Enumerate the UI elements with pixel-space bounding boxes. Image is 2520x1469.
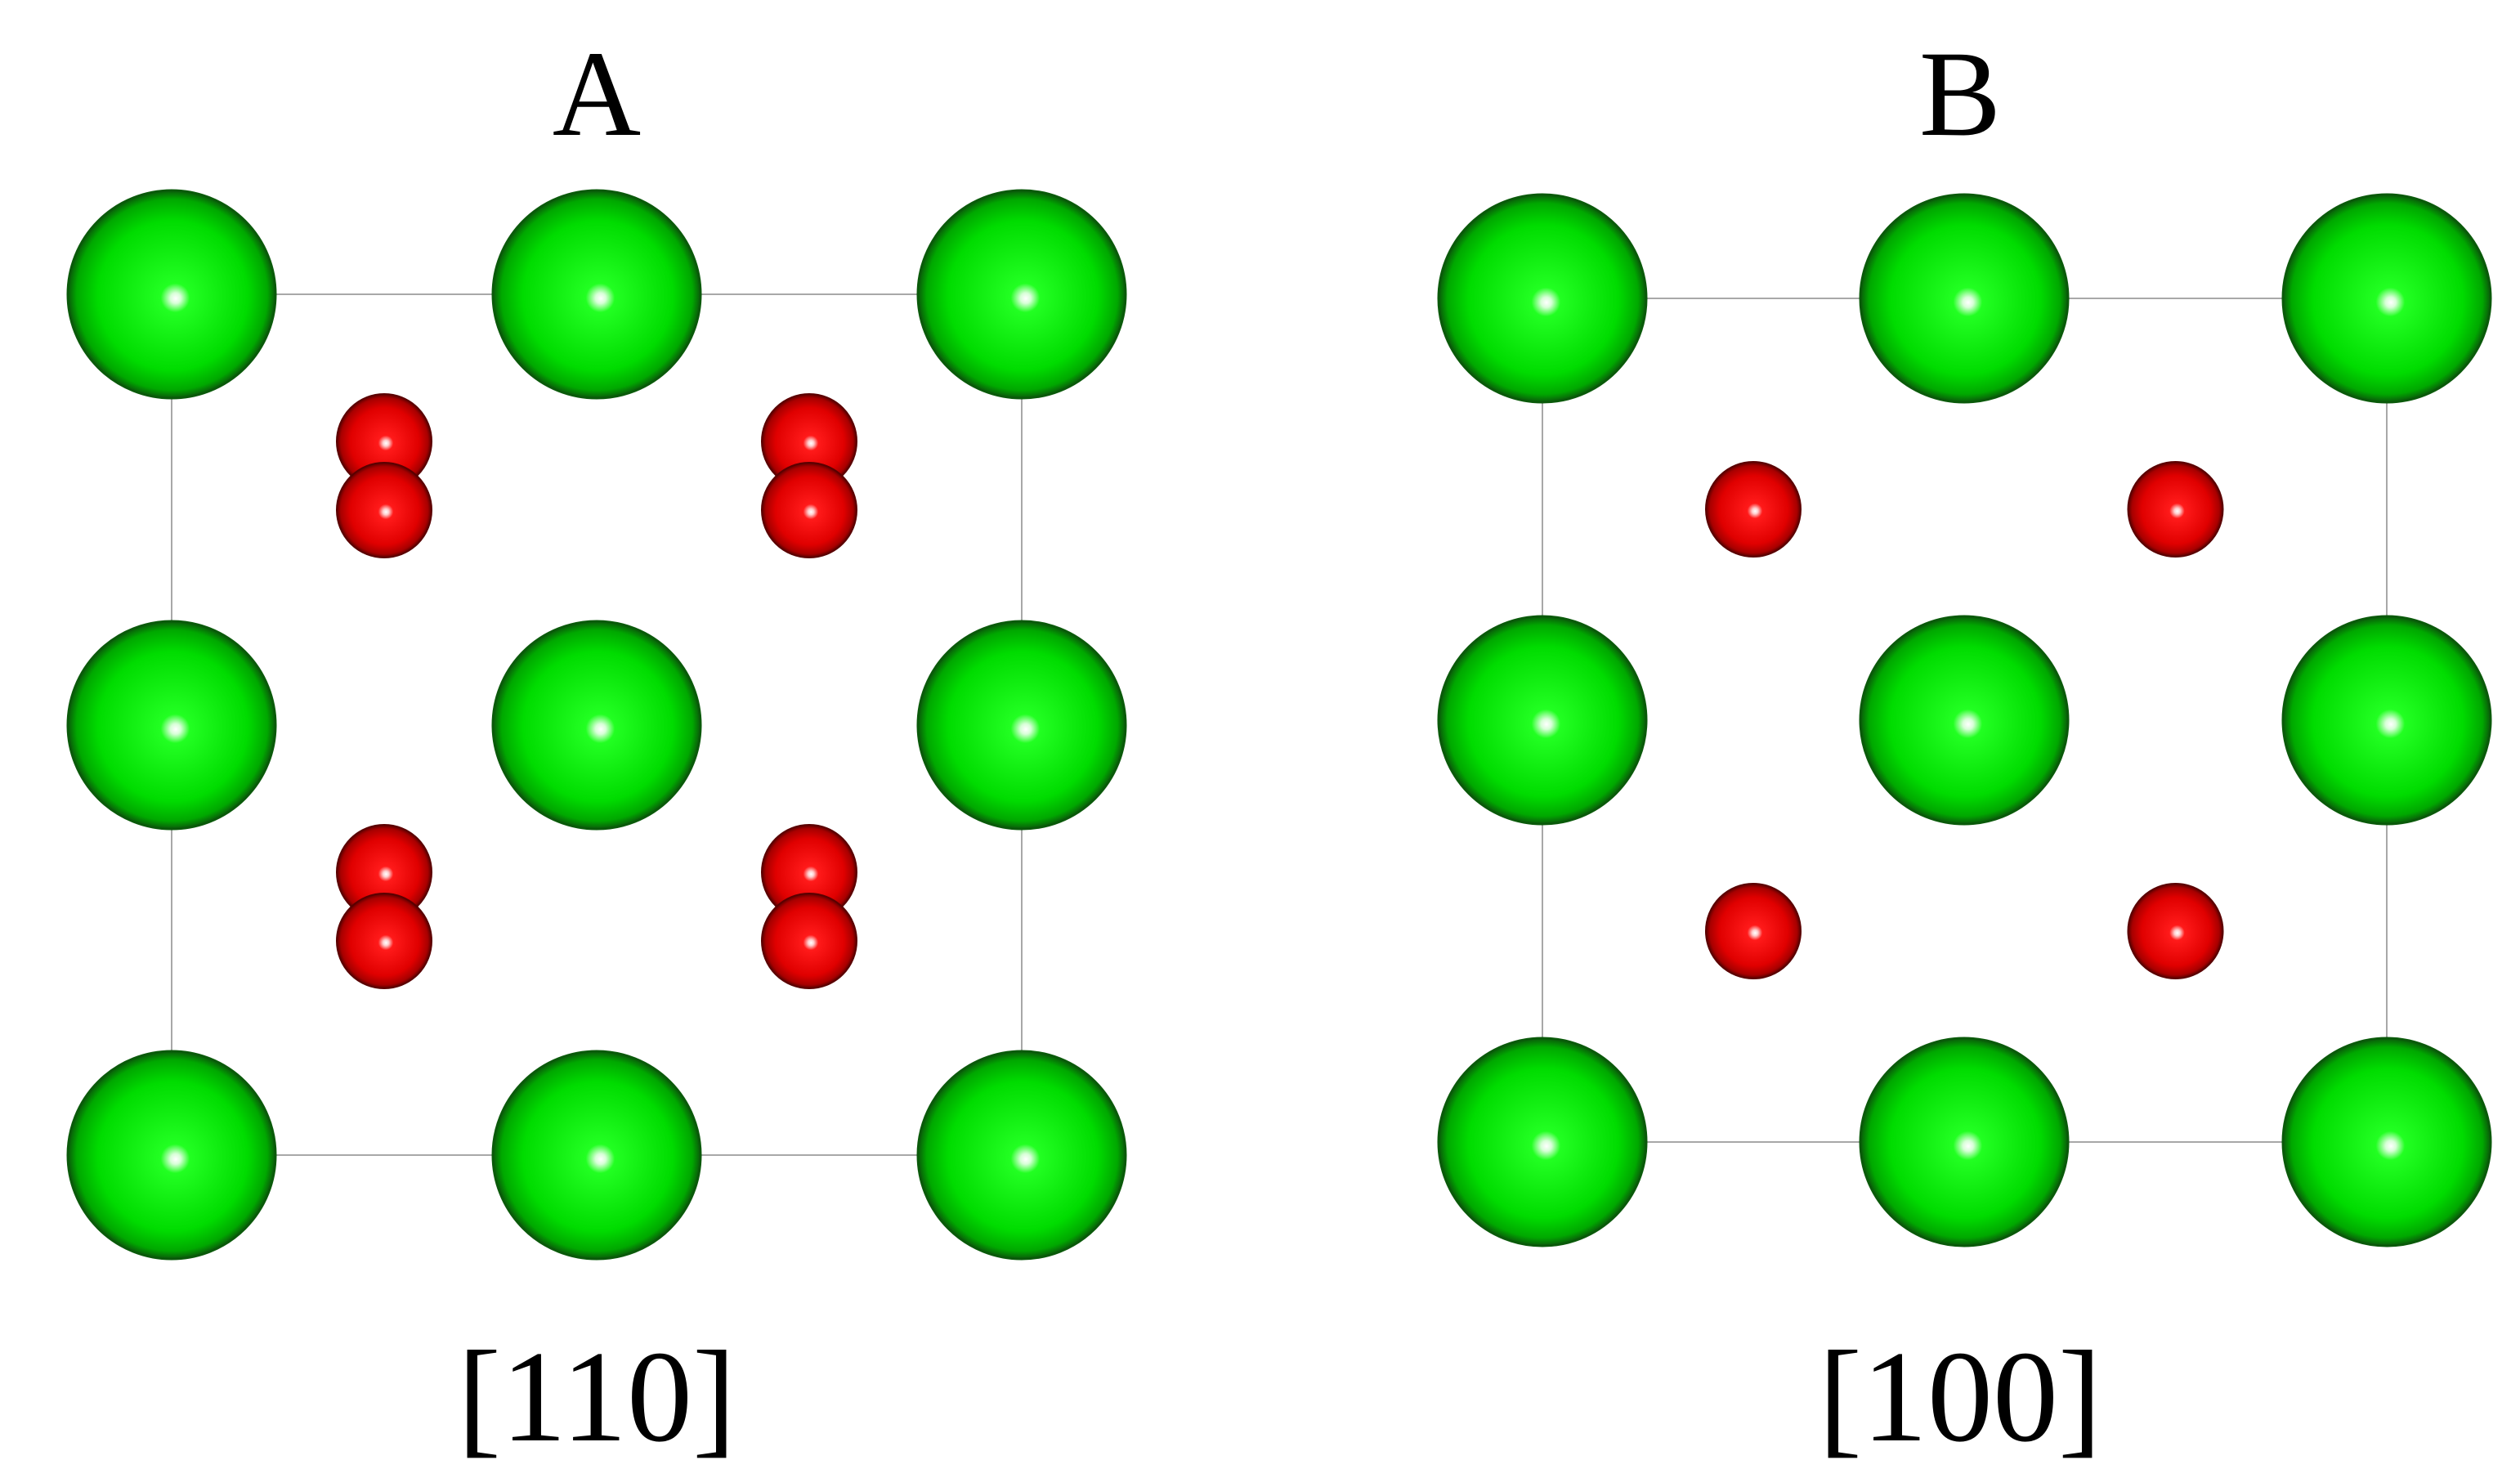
panel-b (1437, 193, 2492, 1247)
large-atom (491, 1050, 702, 1261)
large-atom (491, 620, 702, 831)
small-atom (761, 893, 857, 989)
small-atom (336, 462, 432, 558)
small-atom (336, 893, 432, 989)
large-atom (916, 1050, 1127, 1261)
large-atom (2281, 1037, 2492, 1247)
small-atom (2127, 883, 2224, 979)
panel-a (66, 189, 1127, 1261)
large-atom (2281, 193, 2492, 404)
large-atom (916, 189, 1127, 400)
large-atom (66, 620, 277, 831)
large-atom (66, 189, 277, 400)
large-atom (491, 189, 702, 400)
small-atom (761, 462, 857, 558)
panel-b-direction-label: [100] (1818, 1323, 2102, 1469)
large-atom (1859, 615, 2070, 826)
large-atom (1437, 193, 1648, 404)
panel-a-direction-label: [110] (457, 1323, 736, 1469)
large-atom (1859, 193, 2070, 404)
small-atom (1705, 883, 1802, 979)
panel-a-title: A (552, 26, 642, 162)
large-atom (2281, 615, 2492, 826)
small-atom (1705, 461, 1802, 558)
large-atom (1437, 615, 1648, 826)
large-atom (1859, 1037, 2070, 1247)
small-atom (2127, 461, 2224, 558)
panel-b-title: B (1918, 26, 2002, 162)
large-atom (66, 1050, 277, 1261)
large-atom (1437, 1037, 1648, 1247)
large-atom (916, 620, 1127, 831)
